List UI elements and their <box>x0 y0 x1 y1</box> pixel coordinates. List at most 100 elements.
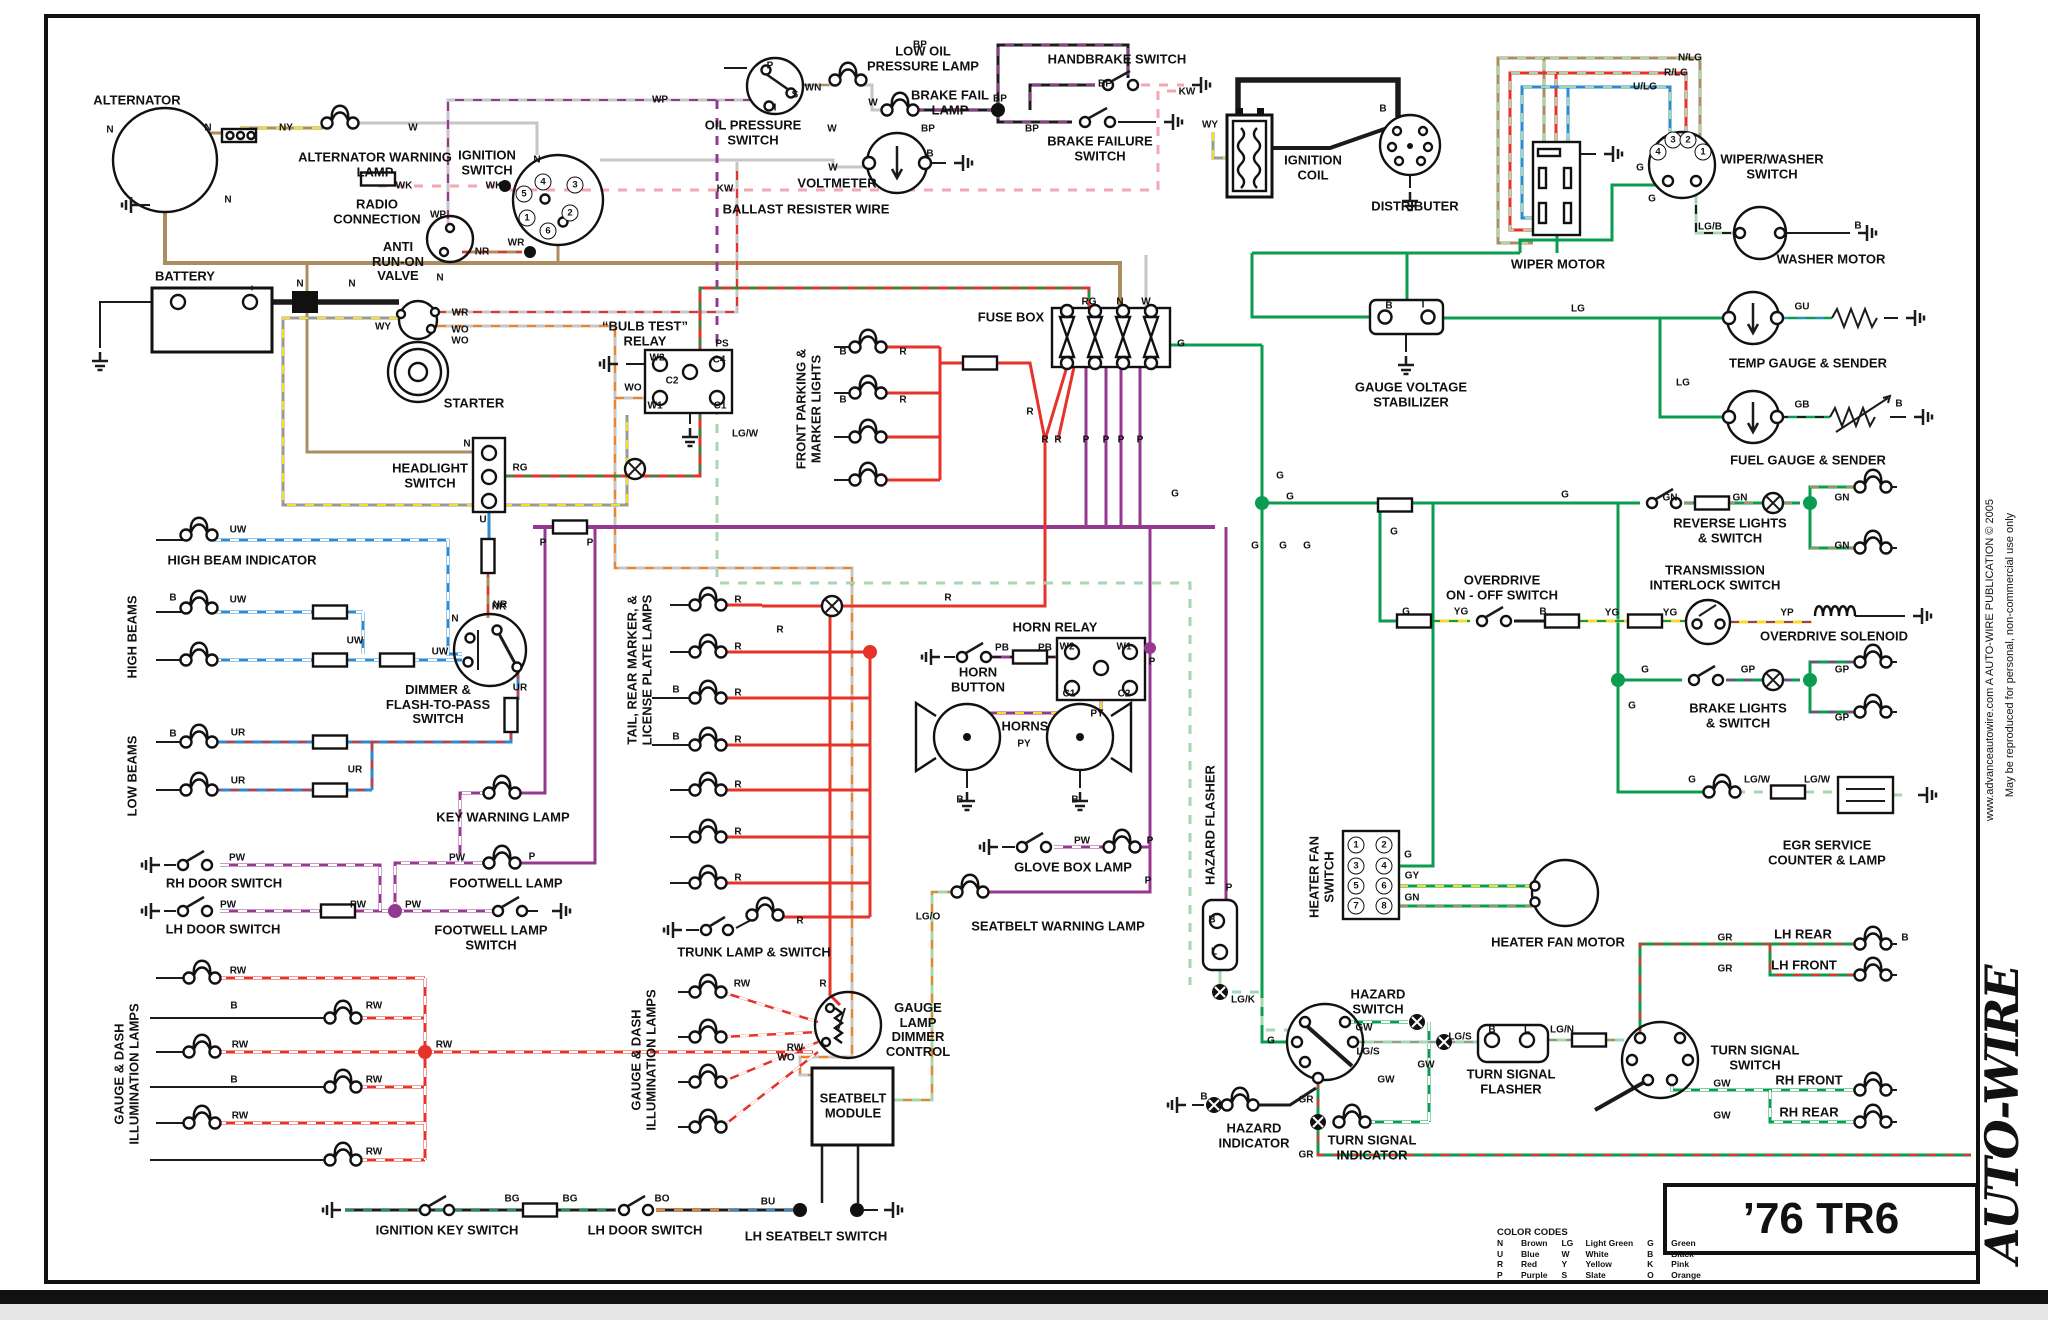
wire-tag-R: R <box>734 734 742 746</box>
label-headlight-switch: HEADLIGHT SWITCH <box>392 460 468 490</box>
wire-tag-R: R <box>734 641 742 653</box>
wire-tag-PW: PW <box>448 852 466 864</box>
wire-tag-B: B <box>230 1000 238 1012</box>
label-hazard-indicator: HAZARD INDICATOR <box>1218 1120 1290 1150</box>
trunk-switch-symbol <box>662 915 735 940</box>
wire-tag-LG/K: LG/K <box>1231 994 1255 1006</box>
wire-tag-1: 1 <box>1347 836 1365 854</box>
legend-color-name: Blue <box>1521 1248 1540 1259</box>
wire-tag-LG: LG <box>1676 377 1690 389</box>
wire-tag-N: N <box>106 124 114 136</box>
label-lh-seatbelt-switch: LH SEATBELT SWITCH <box>744 1228 888 1244</box>
wire-tag-W: W <box>828 162 838 174</box>
label-high-beams: HIGH BEAMS <box>124 595 140 679</box>
wire-tag-4: 4 <box>1649 143 1667 161</box>
wire-tag-B: B <box>1200 1091 1208 1103</box>
legend-code: O <box>1647 1269 1654 1280</box>
wire-tag-BG: BG <box>504 1193 520 1205</box>
wire-tag-RW: RW <box>231 1110 249 1122</box>
voltmeter-symbol <box>861 131 974 195</box>
legend-color-name: Yellow <box>1585 1259 1612 1270</box>
legend-code: P <box>1497 1269 1503 1280</box>
label-transmission-interlock-switch: TRANSMISSION INTERLOCK SWITCH <box>1649 562 1781 592</box>
wire-tag-GR: GR <box>1717 963 1733 975</box>
footwell-switch-symbol <box>491 895 572 921</box>
wire-tag-UW: UW <box>431 646 449 658</box>
wire-tag-R: R <box>899 346 907 358</box>
ignition-coil-symbol <box>1225 108 1274 199</box>
wire-tag-BP: BP <box>993 93 1007 105</box>
legend-code: U <box>1497 1248 1504 1259</box>
label-bulb-test-relay: “BULB TEST” RELAY <box>602 318 688 348</box>
wire-tag-R: R <box>944 592 952 604</box>
legend-code: LG <box>1561 1238 1574 1248</box>
publisher-url: www.advanceautowire.com A AUTO-WIRE PUBL… <box>1984 499 1996 821</box>
wire-tag-BP: BP <box>1025 123 1039 135</box>
wire-tag-5: 5 <box>1347 877 1365 895</box>
wire-tag-R: R <box>1026 406 1034 418</box>
wire-tag-WR: WR <box>451 307 469 319</box>
overdrive-switch-symbol <box>1475 605 1513 628</box>
label-gauge-dash-illumination-lamps-left: GAUGE & DASH ILLUMINATION LAMPS <box>111 1003 141 1145</box>
handbrake-switch-symbol <box>1101 69 1212 95</box>
wire-tag-BG: BG <box>562 1193 578 1205</box>
bottom-bar <box>0 1290 2048 1304</box>
label-lh-door-switch-2: LH DOOR SWITCH <box>587 1222 703 1238</box>
wire-tag-UR: UR <box>512 682 528 694</box>
wire-tag-GW: GW <box>1377 1074 1395 1086</box>
wire-tag-B: B <box>1379 103 1387 115</box>
wire-tag-6: 6 <box>1375 877 1393 895</box>
wire-tag-WO: WO <box>624 382 642 394</box>
wire-tag-NR: NR <box>474 246 490 258</box>
wire-tag-2: 2 <box>1679 131 1697 149</box>
brake-failure-switch-symbol <box>1078 106 1184 132</box>
wire-tag-PS: PS <box>715 338 729 350</box>
wire-tag-N: N <box>533 154 541 166</box>
label-heater-fan-motor: HEATER FAN MOTOR <box>1491 934 1625 950</box>
wire-tag-C1: C1 <box>713 400 727 412</box>
legend-color-name: Brown <box>1521 1238 1548 1248</box>
wire-tag-GW: GW <box>1713 1078 1731 1090</box>
wire-tag-B: B <box>839 394 847 406</box>
wire-tag-RW: RW <box>231 1039 249 1051</box>
wire-tag-W2: W2 <box>649 352 665 364</box>
wire-tag-GP: GP <box>1740 664 1756 676</box>
wire-tag-G: G <box>1177 338 1185 350</box>
label-washer-motor: WASHER MOTOR <box>1776 251 1886 267</box>
label-oil-pressure-switch: OIL PRESSURE SWITCH <box>704 117 802 147</box>
label-ignition-coil: IGNITION COIL <box>1284 152 1342 182</box>
wire-tag-R: R <box>734 826 742 838</box>
label-lh-rear: LH REAR <box>1774 926 1832 942</box>
label-trunk-lamp-switch: TRUNK LAMP & SWITCH <box>677 944 831 960</box>
legend-color-name: Orange <box>1671 1269 1701 1280</box>
interlock-switch-symbol <box>1684 598 1732 646</box>
turn-signal-switch-symbol <box>1620 1020 1700 1100</box>
wire-tag-L: L <box>1523 1024 1531 1036</box>
label-high-beam-indicator: HIGH BEAM INDICATOR <box>167 552 317 568</box>
wire-tag-B: B <box>169 728 177 740</box>
wire-tag-BP: BP <box>921 123 935 135</box>
wire-tag-WY: WY <box>1201 119 1219 131</box>
wire-tag-P: P <box>1225 882 1233 894</box>
wire-tag-RW: RW <box>786 1042 804 1054</box>
turn-signal-flasher-symbol <box>1476 1023 1550 1064</box>
wire-tag-G: G <box>1688 774 1696 786</box>
label-horns: HORNS <box>1001 718 1049 734</box>
wire-tag-B: B <box>230 1074 238 1086</box>
wire-tag-P: P <box>1146 835 1154 847</box>
wire-tag-RW: RW <box>365 1000 383 1012</box>
label-wiper-motor: WIPER MOTOR <box>1510 256 1606 272</box>
wire-tag-P: P <box>586 537 594 549</box>
label-hazard-switch: HAZARD SWITCH <box>1350 986 1406 1016</box>
wire-tag-U: U <box>479 514 487 526</box>
wire-tag-WP: WP <box>651 94 669 106</box>
wire-tag-G: G <box>1286 491 1294 503</box>
wire-tag-P: P <box>1117 434 1125 446</box>
label-voltmeter: VOLTMETER <box>797 175 877 191</box>
seatbelt-module-symbol <box>810 1066 895 1147</box>
wire-tag-R: R <box>796 915 804 927</box>
horns-symbol <box>914 700 1133 812</box>
wire-tag-UR: UR <box>230 727 246 739</box>
